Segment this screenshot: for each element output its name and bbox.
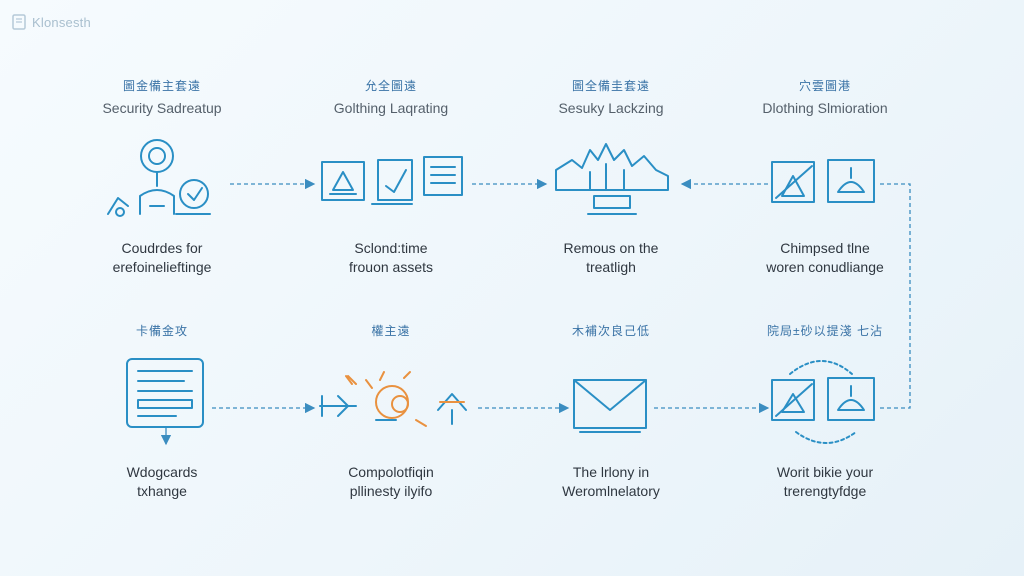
step-6-caption: Compolotfiqin pllinesty ilyifo <box>348 463 434 501</box>
brand: Klonsesth <box>12 14 91 30</box>
step-3-subtitle: Sesuky Lackzing <box>558 100 664 116</box>
step-4-caption-line-1: Chimpsed tlne <box>780 240 870 256</box>
step-1-caption-line-2: erefoinelieftinge <box>112 259 212 275</box>
step-2-cjk-title: 允全圖遠 <box>364 79 418 93</box>
step-3-caption-line-2: treatligh <box>586 259 636 275</box>
step-4-subtitle: Dlothing Slmioration <box>762 100 888 116</box>
step-2-subtitle: Golthing Laqrating <box>333 100 449 116</box>
step-4-cjk-title: 穴雲圖港 <box>798 79 852 93</box>
brand-name: Klonsesth <box>32 14 91 30</box>
step-8-caption-line-2: trerengtyfdge <box>783 483 867 499</box>
step-4-caption-line-2: woren conudliange <box>766 259 884 275</box>
document-card-icon <box>126 358 204 428</box>
step-8-caption: Worit bikie your trerengtyfdge <box>777 463 873 501</box>
step-7-caption: The lrlony in Weromlnelatory <box>562 463 660 501</box>
magnifier-security-icon <box>107 139 211 217</box>
step-6-cjk-title: 權主遠 <box>371 324 411 338</box>
step-7-cjk-title: 木補次良己低 <box>571 324 651 338</box>
step-1-caption: Coudrdes for erefoinelieftinge <box>113 239 212 277</box>
building-monitor-icon <box>555 143 669 215</box>
step-5-cjk-title: 卡備金攻 <box>135 324 189 338</box>
step-5-caption-line-1: Wdogcards <box>126 464 198 480</box>
step-6-caption-line-1: Compolotfiqin <box>348 464 434 480</box>
step-1-subtitle: Security Sadreatup <box>102 100 222 116</box>
step-8-caption-line-1: Worit bikie your <box>776 464 874 480</box>
step-2-caption-line-1: Sclond:time <box>354 240 428 256</box>
step-3-caption-line-1: Remous on the <box>563 240 659 256</box>
step-3-caption: Remous on the treatligh <box>564 239 659 277</box>
step-7-caption-line-1: The lrlony in <box>572 464 650 480</box>
step-6-caption-line-2: pllinesty ilyifo <box>349 483 433 499</box>
step-8-cjk-title: 院局±砂以提淺 七沾 <box>767 324 883 338</box>
step-4-caption: Chimpsed tlne woren conudliange <box>766 239 884 277</box>
framed-icons-icon <box>771 159 875 203</box>
step-2-caption-line-2: frouon assets <box>348 259 434 275</box>
step-7-caption-line-2: Weromlnelatory <box>562 483 660 499</box>
cycle-icons-icon <box>771 360 875 444</box>
step-1-caption-line-1: Coudrdes for <box>121 240 203 256</box>
cluster-icons-icon <box>319 371 467 427</box>
step-3-cjk-title: 圖全備圭套遠 <box>571 79 651 93</box>
document-panels-icon <box>321 156 463 205</box>
step-5-caption-line-2: txhange <box>137 483 187 499</box>
step-5-caption: Wdogcards txhange <box>127 463 198 501</box>
envelope-icon <box>573 379 647 433</box>
step-1-cjk-title: 圖金備主套遠 <box>122 79 202 93</box>
brand-logo-icon <box>12 14 26 30</box>
arrow-loop-right <box>880 183 911 409</box>
step-2-caption: Sclond:time frouon assets <box>349 239 433 277</box>
